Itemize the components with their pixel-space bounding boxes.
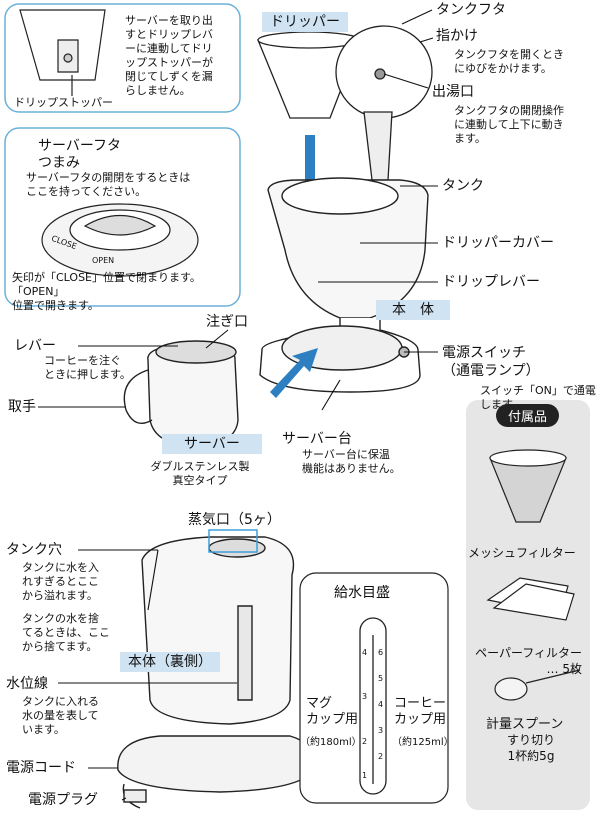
coffee-tick-5: 5 bbox=[378, 674, 384, 683]
lever-label: レバー bbox=[14, 338, 56, 354]
leader-lines bbox=[38, 9, 438, 411]
water-line-label: 水位線 bbox=[6, 676, 48, 692]
coffee-tick-2: 2 bbox=[378, 752, 384, 761]
mesh-filter-sketch bbox=[489, 449, 567, 523]
measuring-spoon-label: 計量スプーン bbox=[486, 717, 564, 732]
water-line-desc: タンクに入れる 水の量を表して います。 bbox=[22, 695, 99, 736]
main-body-sketch bbox=[259, 177, 429, 393]
inset-lid-frame bbox=[4, 127, 241, 307]
back-body-sketch bbox=[117, 536, 316, 809]
server-sketch bbox=[123, 340, 239, 447]
power-cord-label: 電源コード bbox=[6, 760, 76, 776]
lid-sketch bbox=[41, 203, 199, 277]
tank-hole-desc: タンクに水を入 れすぎるとここ から溢れます。 bbox=[22, 561, 99, 602]
open-mark: OPEN bbox=[92, 256, 115, 265]
gauge-title: 給水目盛 bbox=[334, 585, 390, 601]
lid-knob-desc: サーバーフタの開閉をするときは ここを持ってください。 bbox=[26, 171, 191, 198]
paper-filter-sketch bbox=[486, 577, 575, 621]
mug-cup-label: マグ カップ用 bbox=[306, 696, 359, 727]
paper-filter-label: ペーパーフィルター … 5枚 bbox=[475, 646, 582, 676]
tank-label: タンク bbox=[442, 178, 484, 194]
coffee-tick-3: 3 bbox=[378, 726, 384, 735]
mesh-filter-label: メッシュフィルター bbox=[468, 546, 576, 560]
mug-tick-2: 2 bbox=[362, 737, 368, 746]
mug-tick-1: 1 bbox=[362, 771, 368, 780]
tank-lid-label: タンクフタ bbox=[436, 2, 506, 18]
dripper-label: ドリッパー bbox=[262, 12, 348, 32]
server-stand-label: サーバー台 bbox=[282, 431, 352, 447]
outlet-label: 出湯口 bbox=[432, 84, 474, 100]
lever-desc: コーヒーを注ぐ ときに押します。 bbox=[44, 354, 131, 381]
mug-tick-3: 3 bbox=[362, 692, 368, 701]
finger-hook-desc: タンクフタを開くとき にゆびをかけます。 bbox=[454, 48, 564, 75]
power-plug-label: 電源プラグ bbox=[28, 792, 98, 808]
spoon-sketch bbox=[494, 669, 581, 701]
coffee-cup-label: コーヒー カップ用 bbox=[394, 696, 447, 727]
power-switch-label: 電源スイッチ （通電ランプ） bbox=[442, 345, 540, 379]
server-stand-desc: サーバー台に保温 機能はありません。 bbox=[302, 448, 401, 475]
drip-lever-label: ドリップレバー bbox=[442, 274, 540, 290]
stopper-sketch bbox=[19, 9, 106, 81]
handle-label: 取手 bbox=[8, 399, 36, 415]
dripper-cover-label: ドリッパーカバー bbox=[442, 235, 554, 251]
server-type: ダブルステンレス製 真空タイプ bbox=[150, 460, 250, 487]
lid-knob-note: 矢印が「CLOSE」位置で閉まります。「OPEN」 位置で開きます。 bbox=[12, 271, 201, 312]
place-arrow bbox=[270, 348, 318, 398]
spout-label: 注ぎ口 bbox=[206, 314, 248, 330]
lid-knob-title: サーバーフタ つまみ bbox=[38, 138, 122, 171]
finger-hook-label: 指かけ bbox=[436, 28, 478, 44]
main-body-label: 本 体 bbox=[376, 300, 450, 320]
tank-hole-label: タンク穴 bbox=[6, 542, 62, 558]
outlet-desc: タンクフタの開閉操作 に連動して上下に動き ます。 bbox=[454, 104, 564, 145]
coffee-tick-4: 4 bbox=[378, 700, 384, 709]
tank-lid-sketch bbox=[335, 25, 433, 181]
inset-stopper-frame bbox=[4, 3, 241, 113]
coffee-tick-6: 6 bbox=[378, 648, 384, 657]
drip-stopper-label: ドリップストッパー bbox=[14, 96, 113, 109]
back-body-label: 本体（裏側） bbox=[120, 652, 220, 672]
measuring-spoon-note: すり切り 1杯約5g bbox=[506, 733, 555, 763]
mug-cup-volume: （約180ml） bbox=[300, 737, 362, 748]
tank-hole-desc2: タンクの水を捨 てるときは、ここ から捨てます。 bbox=[22, 612, 110, 653]
accessories-title: 付属品 bbox=[496, 404, 560, 427]
mug-tick-4: 4 bbox=[362, 648, 368, 657]
steam-vent-label: 蒸気口（5ヶ） bbox=[188, 512, 281, 528]
server-label: サーバー bbox=[162, 434, 262, 454]
coffee-cup-volume: （約125ml） bbox=[392, 737, 454, 748]
inset-stopper-text: サーバーを取り出 すとドリップレバ ーに連動してドリ ップストッパーが 閉じてし… bbox=[125, 14, 213, 97]
dripper-sketch bbox=[257, 31, 361, 119]
